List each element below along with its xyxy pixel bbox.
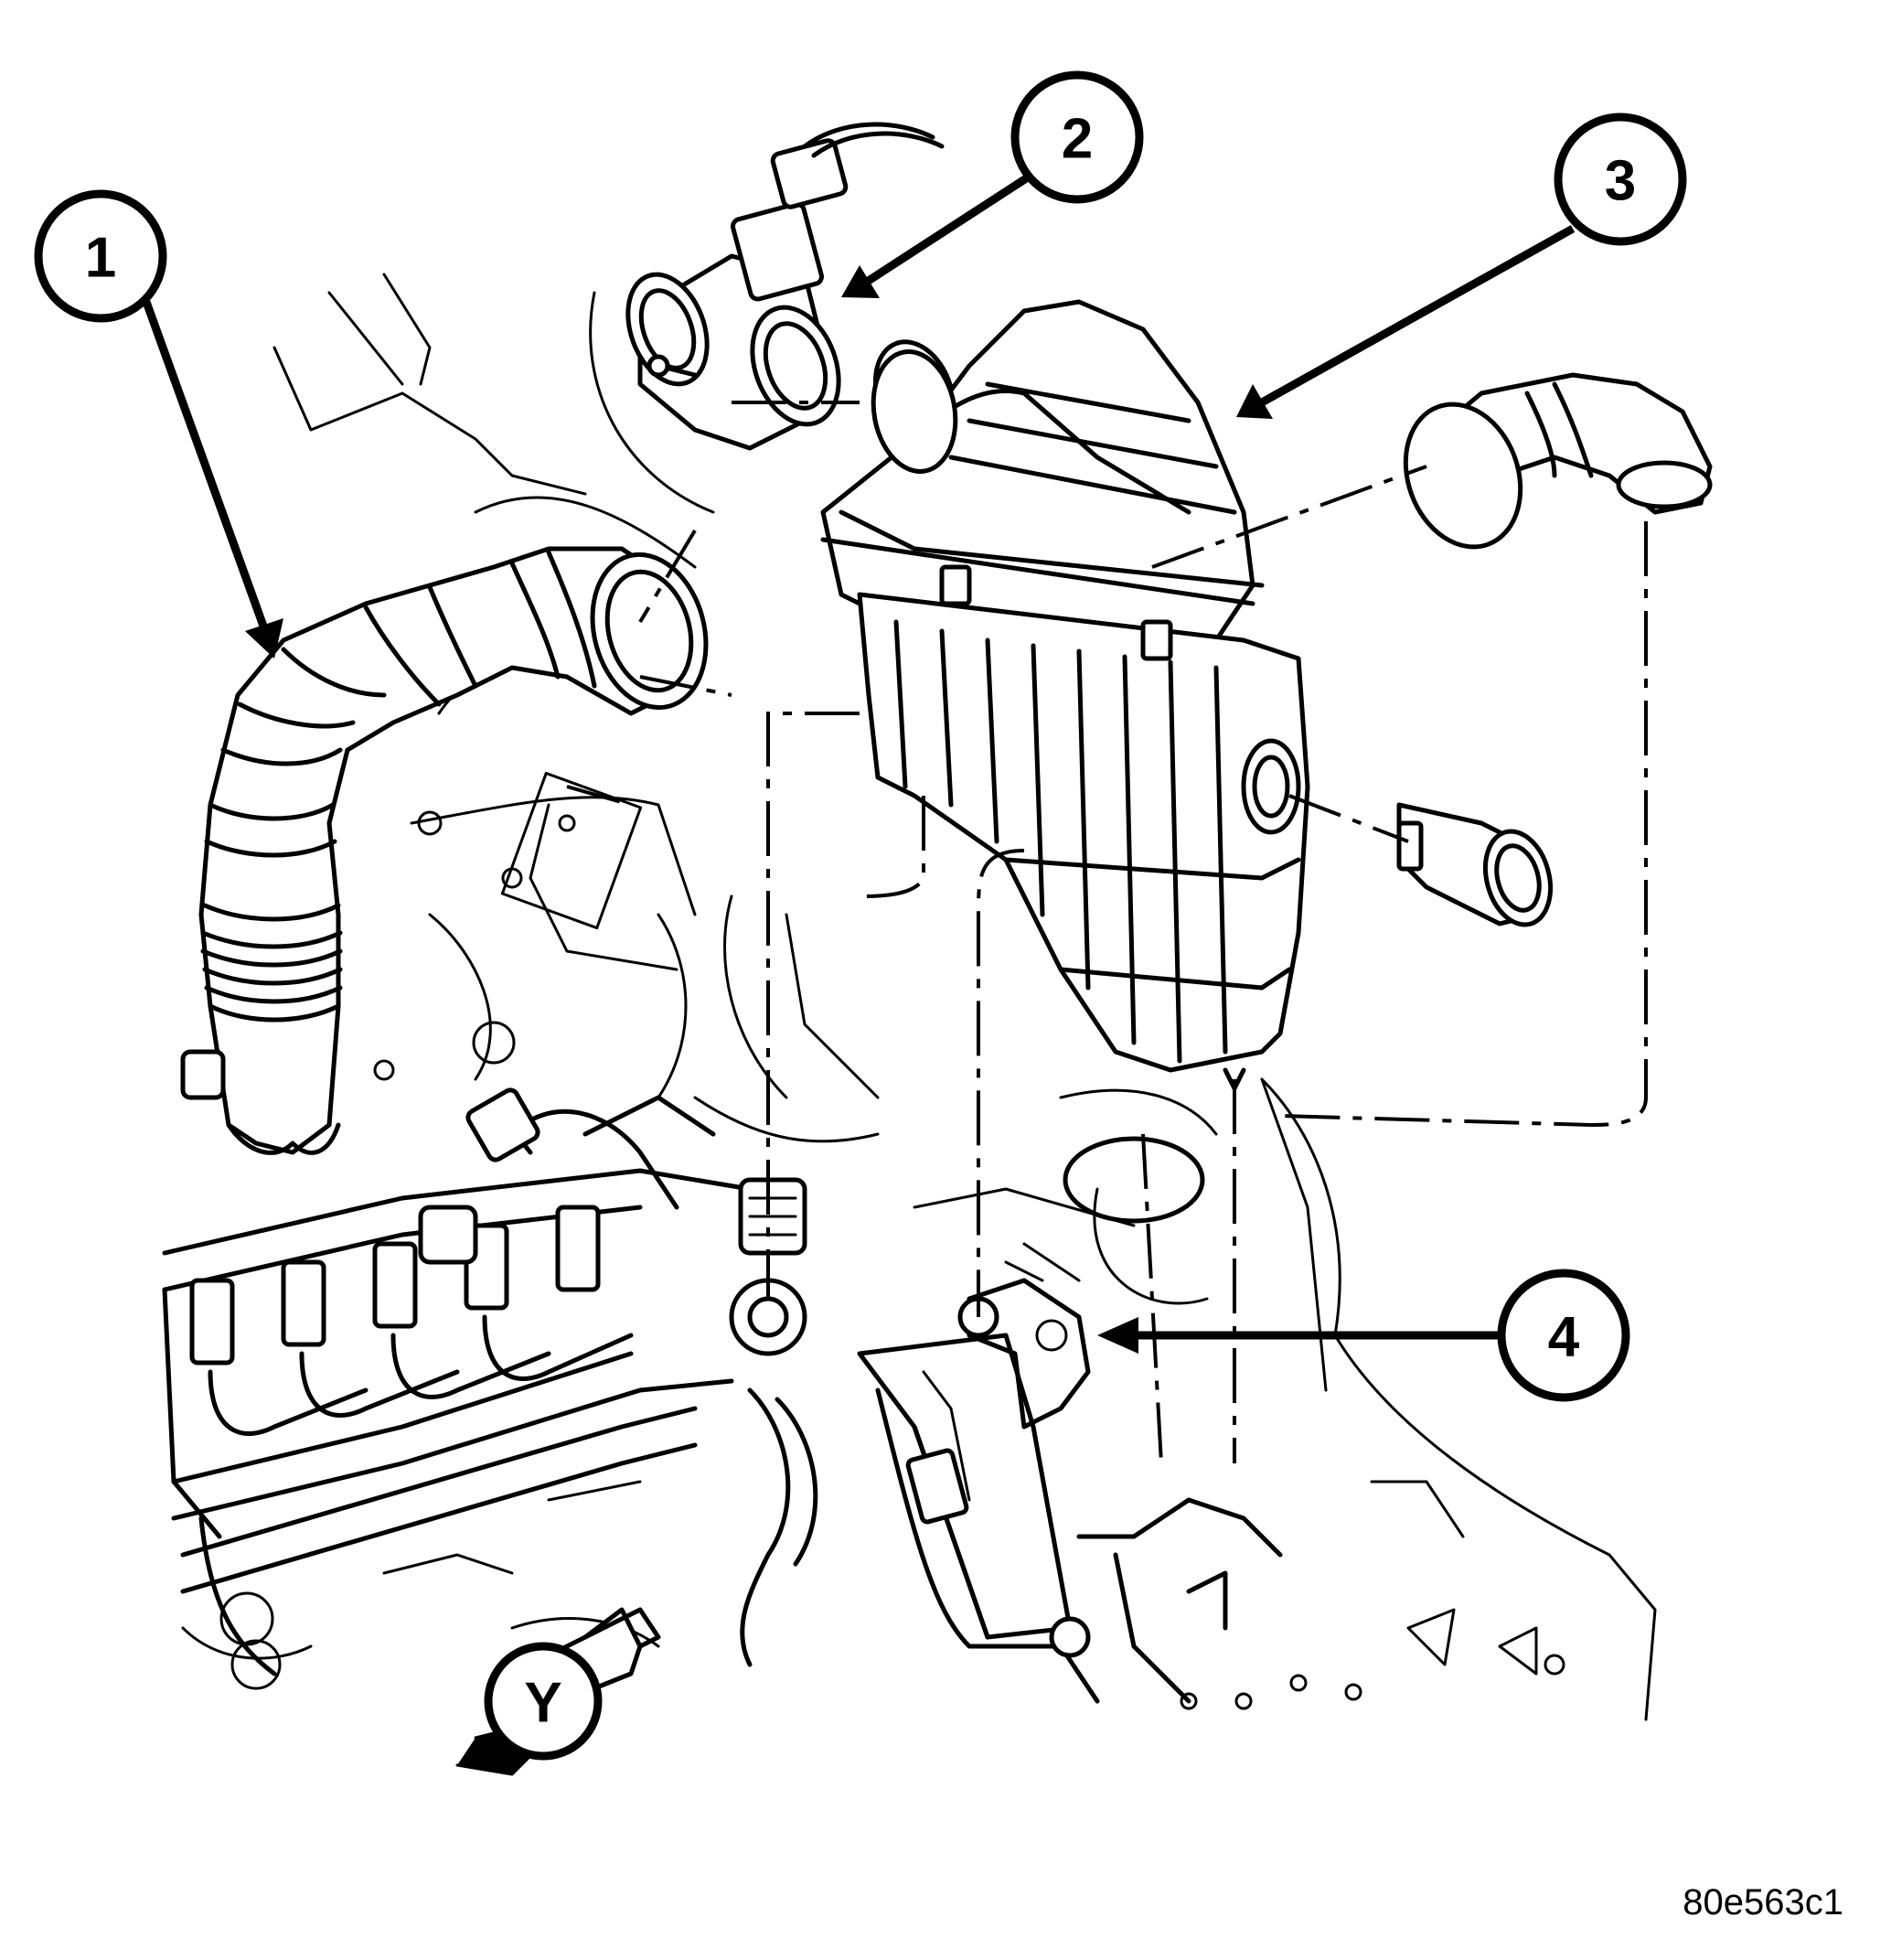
air-cleaner-housing xyxy=(820,299,1310,1091)
mass-air-flow-sensor xyxy=(625,122,956,451)
callout-4: 4 xyxy=(1497,1269,1630,1402)
engine-fuel-rail xyxy=(162,1087,818,1690)
mounting-bracket xyxy=(857,1278,1283,1704)
callout-1-label: 1 xyxy=(85,227,116,290)
callout-2-label: 2 xyxy=(1062,108,1093,171)
assembly-guide-lines xyxy=(566,401,1648,1464)
callout-1: 1 xyxy=(34,189,167,323)
air-inlet-duct xyxy=(180,546,709,1155)
view-indicator-label: Y xyxy=(524,1672,561,1735)
callout-arrows xyxy=(142,170,1576,1354)
callout-2: 2 xyxy=(1010,70,1144,204)
callout-3-label: 3 xyxy=(1605,150,1636,213)
outlet-elbow-hose xyxy=(1403,372,1713,550)
callout-3: 3 xyxy=(1554,112,1687,246)
callout-4-label: 4 xyxy=(1548,1306,1580,1369)
view-indicator-y: Y xyxy=(455,1607,661,1776)
figure-reference-code: 80e563c1 xyxy=(1683,1882,1843,1923)
resonator-adapter xyxy=(1396,802,1553,927)
